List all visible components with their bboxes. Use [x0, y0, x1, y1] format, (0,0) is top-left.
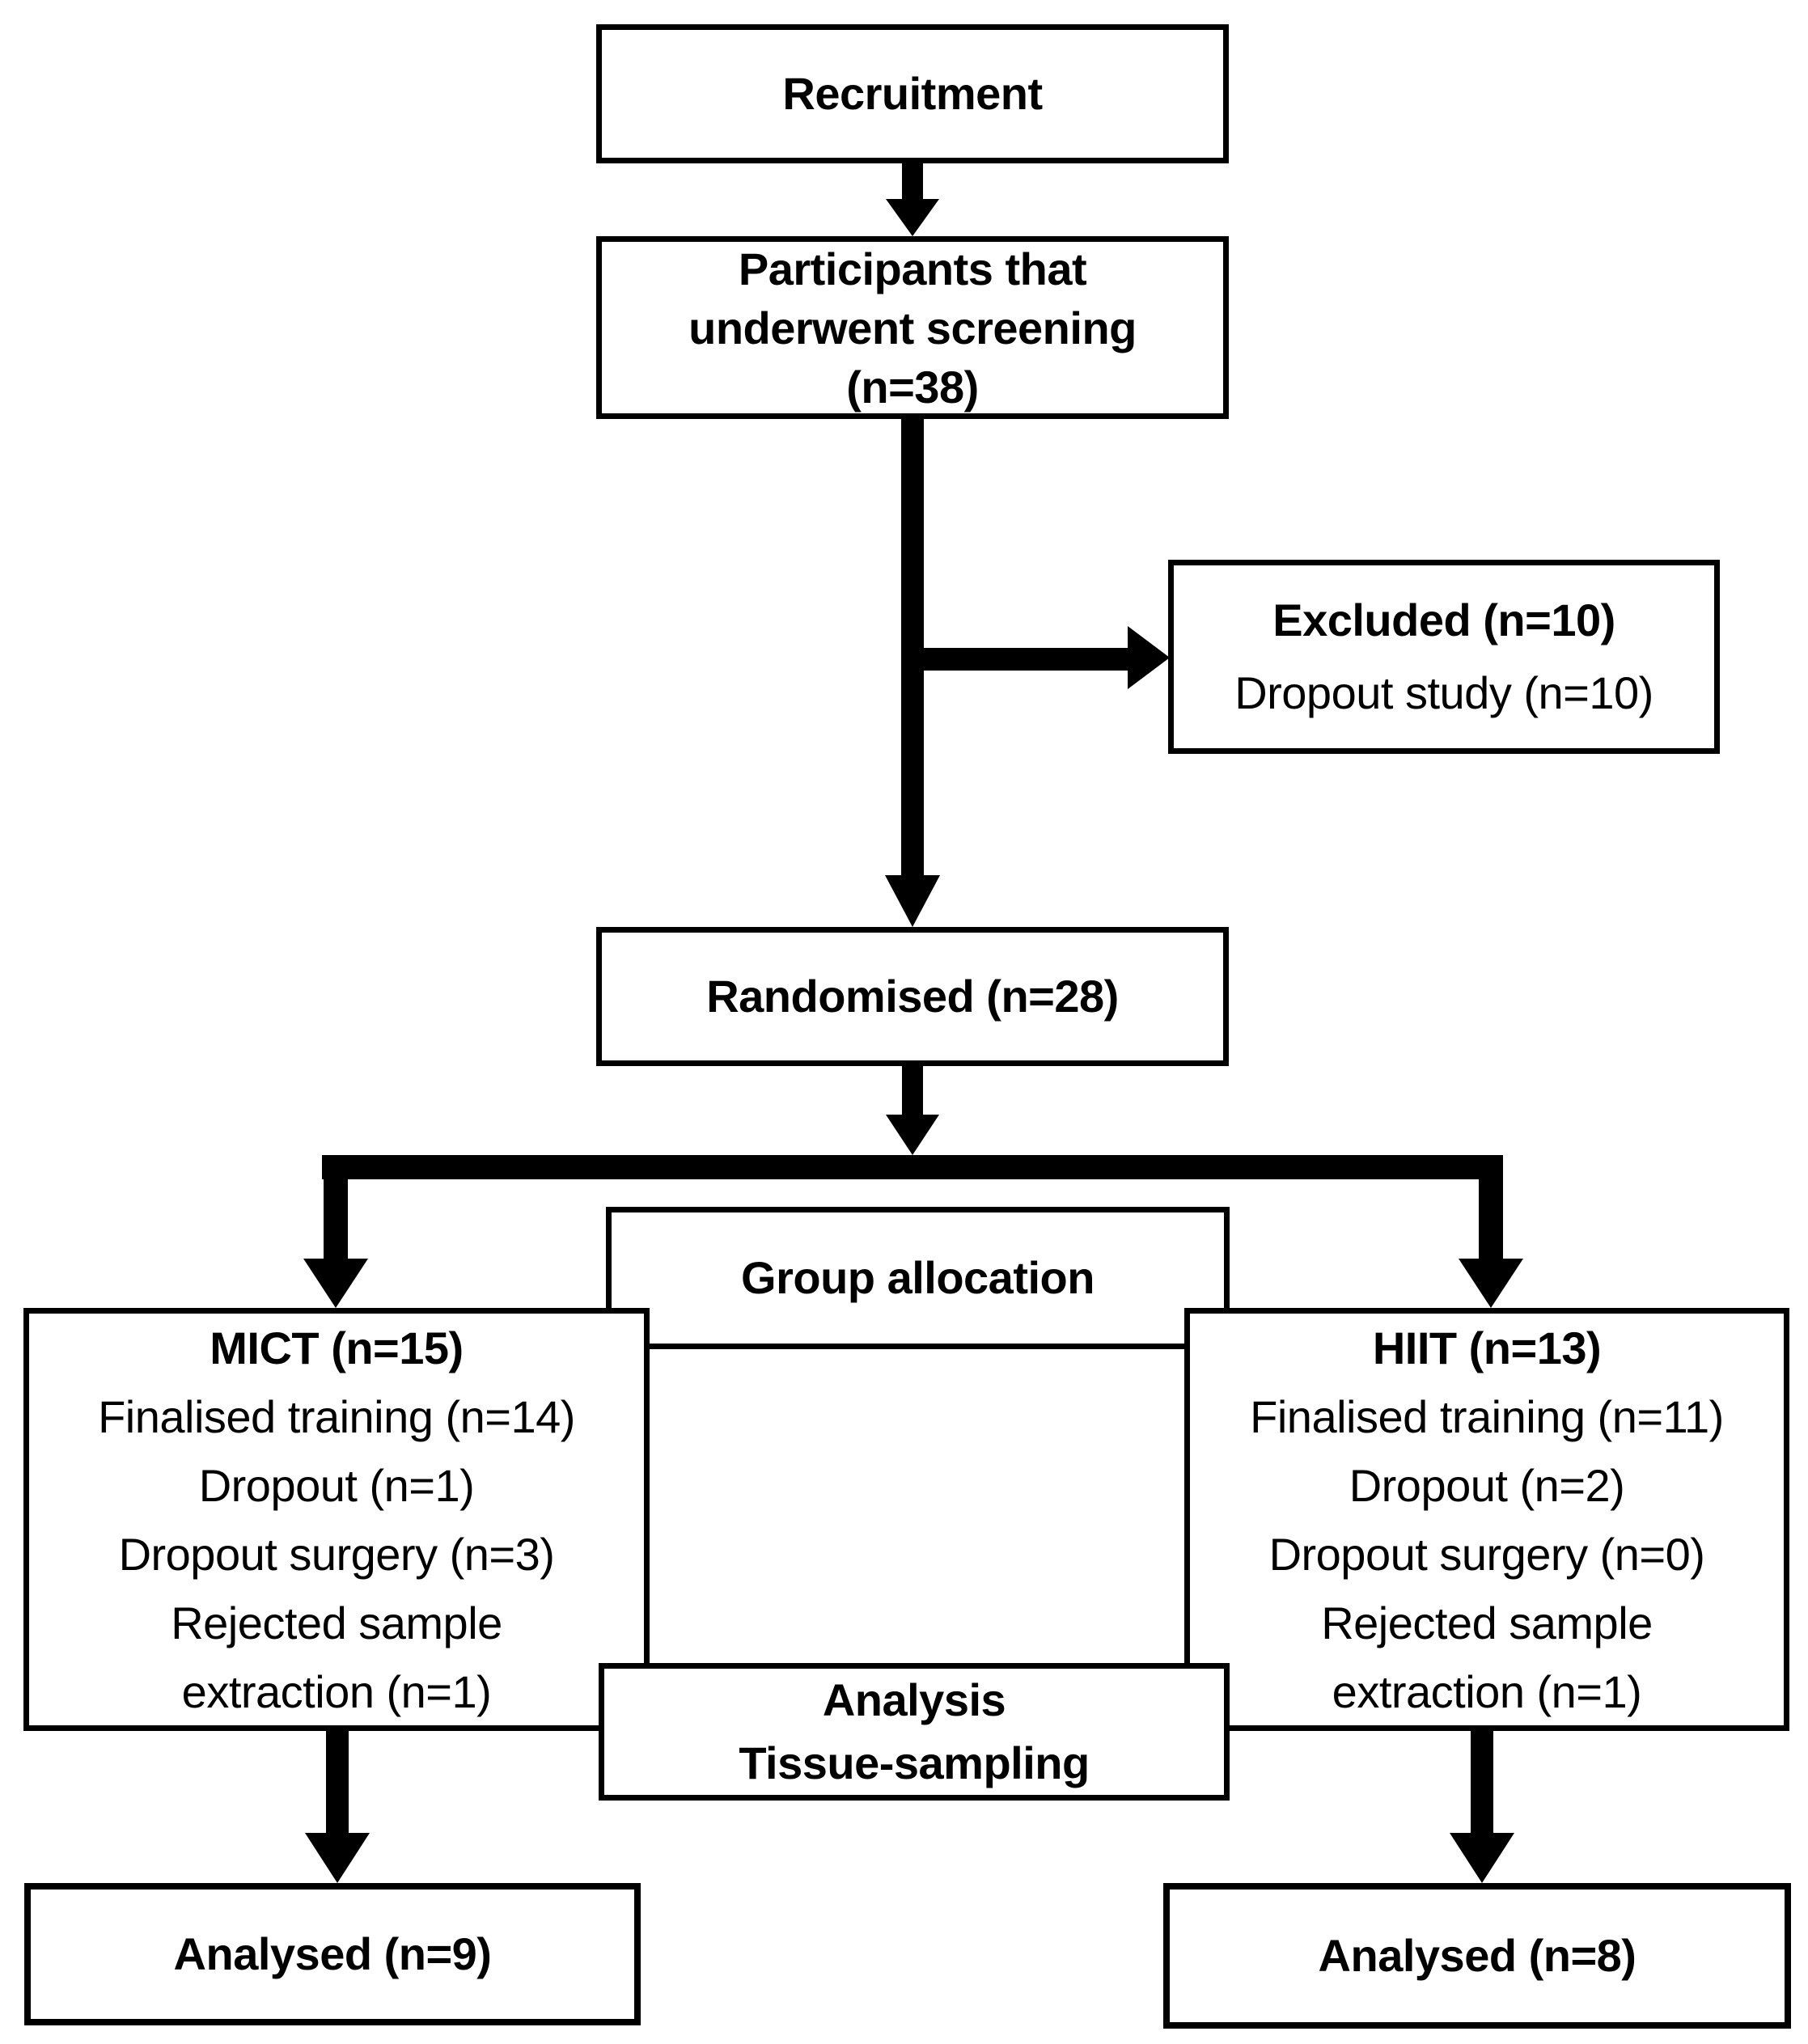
- arrow-split-to-mict-shaft: [324, 1155, 348, 1260]
- mict-detail-line: Dropout (n=1): [198, 1459, 475, 1511]
- arrow-mict-to-analysed-shaft: [326, 1729, 349, 1835]
- arrow-down-icon: [1450, 1833, 1514, 1883]
- hiit-detail-line: Dropout (n=2): [1349, 1459, 1625, 1511]
- arrow-down-icon: [885, 875, 940, 927]
- arrow-branch-to-excluded-shaft: [912, 648, 1129, 671]
- mict-detail-line: Finalised training (n=14): [98, 1390, 575, 1442]
- mict-detail-line: extraction (n=1): [181, 1665, 492, 1717]
- hiit-title: HIIT (n=13): [1372, 1322, 1602, 1373]
- analysed-mict-title: Analysed (n=9): [173, 1928, 492, 1979]
- hiit-detail-line: Rejected sample: [1321, 1597, 1653, 1648]
- split-bar: [322, 1155, 1503, 1179]
- hiit-detail-line: Dropout surgery (n=0): [1268, 1528, 1705, 1580]
- arrow-randomised-to-split-shaft: [902, 1064, 923, 1116]
- randomised-box: Randomised (n=28): [596, 927, 1229, 1066]
- recruitment-box: Recruitment: [596, 24, 1229, 163]
- arrow-hiit-to-analysed-shaft: [1471, 1729, 1493, 1835]
- screening-box: Participants that underwent screening (n…: [596, 236, 1229, 419]
- mict-title: MICT (n=15): [210, 1322, 464, 1373]
- hiit-detail-line: Finalised training (n=11): [1250, 1390, 1724, 1442]
- arrow-right-icon: [1128, 626, 1170, 689]
- excluded-title: Excluded (n=10): [1272, 595, 1615, 645]
- group-allocation-box: Group allocation: [606, 1207, 1230, 1349]
- arrow-down-icon: [303, 1259, 368, 1308]
- recruitment-title: Recruitment: [782, 68, 1043, 119]
- analysed-hiit-title: Analysed (n=8): [1318, 1930, 1637, 1981]
- screening-line: (n=38): [846, 361, 979, 413]
- arrow-split-to-hiit-shaft: [1479, 1155, 1503, 1260]
- analysis-line: Tissue-sampling: [739, 1737, 1090, 1788]
- excluded-box: Excluded (n=10) Dropout study (n=10): [1168, 560, 1720, 754]
- arrow-screening-to-randomised-shaft: [901, 415, 924, 878]
- hiit-box: HIIT (n=13) Finalised training (n=11) Dr…: [1184, 1308, 1789, 1731]
- arrow-recruitment-to-screening-shaft: [902, 161, 923, 201]
- randomised-title: Randomised (n=28): [706, 971, 1119, 1022]
- mict-box: MICT (n=15) Finalised training (n=14) Dr…: [23, 1308, 650, 1731]
- hiit-detail-line: extraction (n=1): [1332, 1665, 1642, 1717]
- analysed-mict-box: Analysed (n=9): [24, 1883, 641, 2025]
- analysis-line: Analysis: [822, 1674, 1006, 1725]
- arrow-down-icon: [305, 1833, 370, 1883]
- group-allocation-title: Group allocation: [741, 1252, 1095, 1303]
- mict-detail-line: Dropout surgery (n=3): [118, 1528, 555, 1580]
- excluded-detail: Dropout study (n=10): [1234, 667, 1653, 718]
- analysed-hiit-box: Analysed (n=8): [1163, 1883, 1791, 2029]
- arrow-down-icon: [1459, 1259, 1523, 1308]
- arrow-down-icon: [886, 199, 939, 236]
- arrow-down-icon: [886, 1115, 939, 1155]
- analysis-box: Analysis Tissue-sampling: [599, 1663, 1230, 1801]
- screening-line: Participants that: [738, 243, 1087, 294]
- mict-detail-line: Rejected sample: [171, 1597, 502, 1648]
- screening-line: underwent screening: [688, 302, 1137, 353]
